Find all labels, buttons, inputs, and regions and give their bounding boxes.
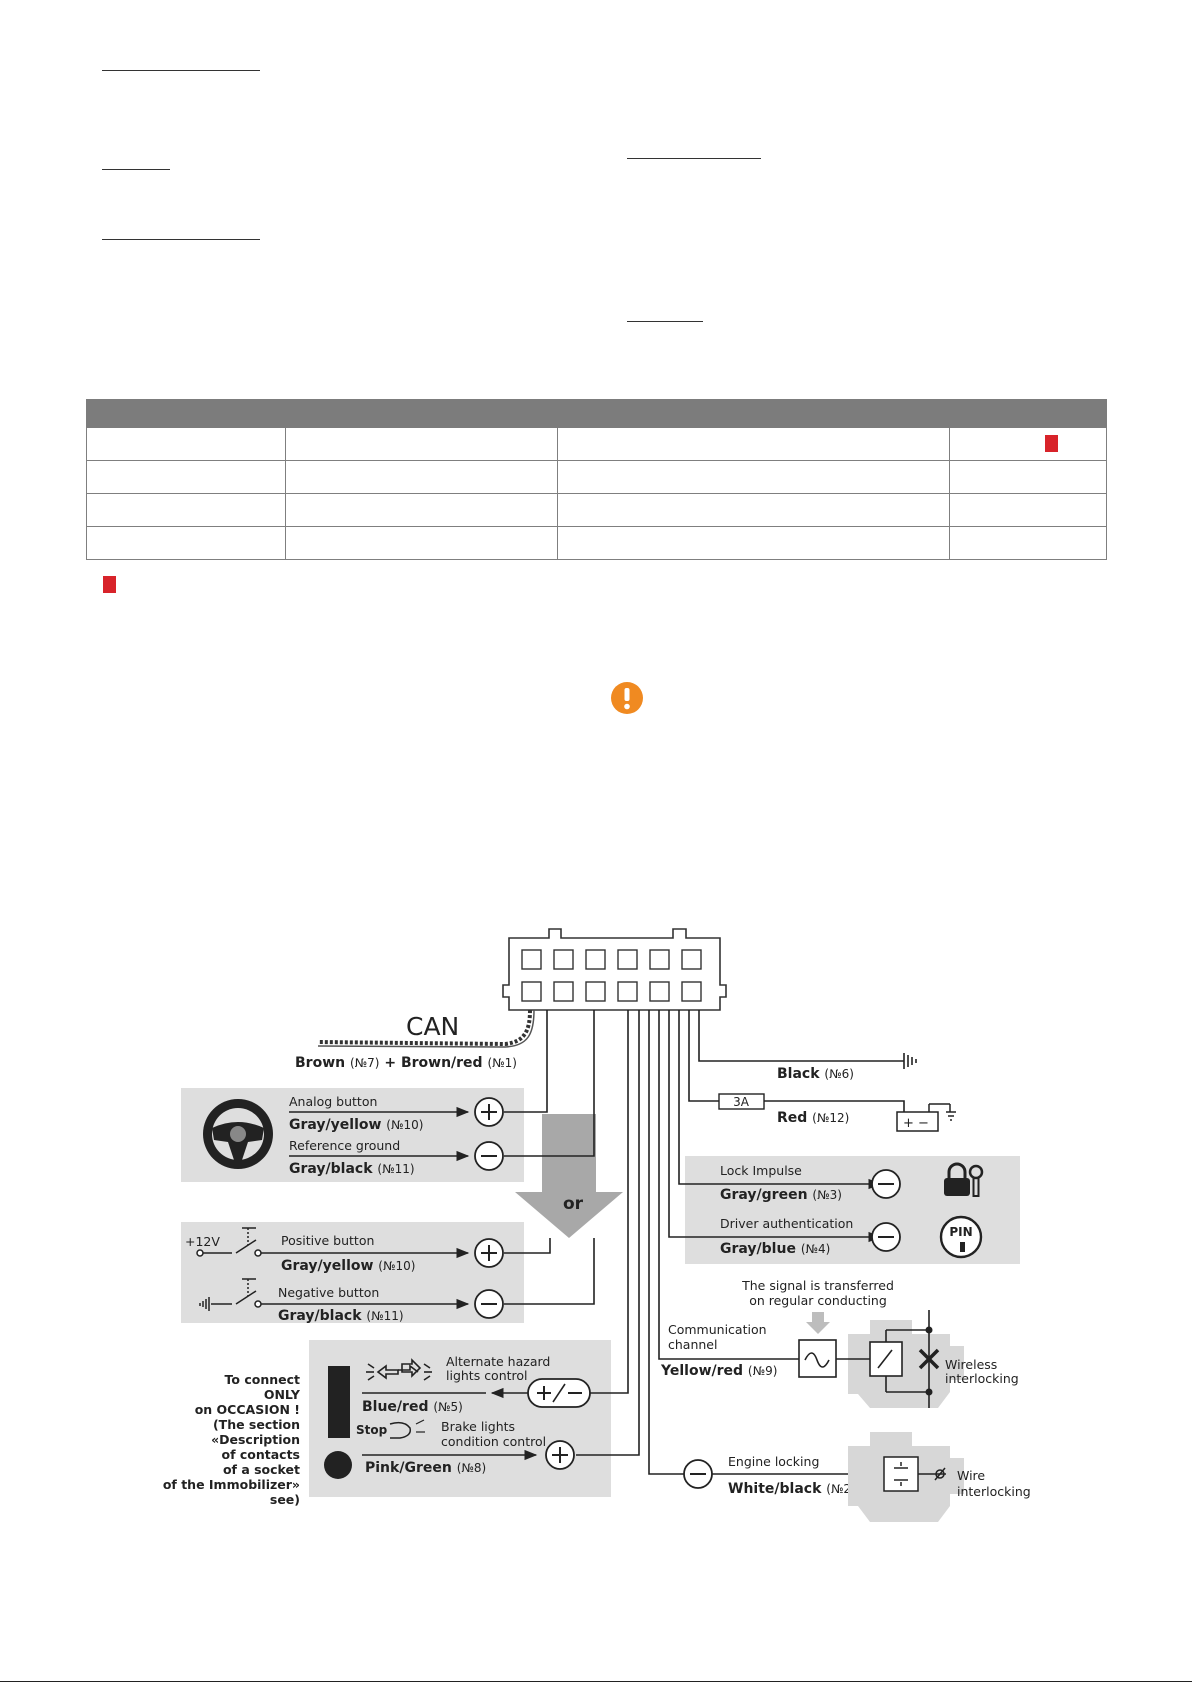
signal-box (798, 1339, 837, 1378)
svg-text:on OCCASION !: on OCCASION ! (195, 1402, 300, 1417)
heading-underline (627, 321, 703, 322)
black-wire-label: Black (№6) (777, 1066, 854, 1082)
connector-socket (502, 928, 727, 1011)
svg-text:of contacts: of contacts (221, 1447, 300, 1462)
heading-underline (102, 70, 260, 71)
positive-caption: Positive button (281, 1233, 374, 1248)
minus-icon (474, 1141, 504, 1171)
comm-caption: channel (668, 1337, 717, 1352)
ground-icon (903, 1053, 917, 1069)
or-label: or (563, 1194, 584, 1214)
refground-wire-label: Gray/black (№11) (289, 1161, 415, 1177)
red-marker (1045, 435, 1058, 452)
analog-caption: Analog button (289, 1094, 377, 1109)
driver-caption: Driver authentication (720, 1216, 853, 1231)
table-row (86, 460, 1107, 494)
hazard-lights-icon (366, 1358, 432, 1381)
svg-text:Stop: Stop (356, 1423, 388, 1437)
v12-label: +12V (185, 1234, 220, 1249)
plus-minus-icon (527, 1378, 591, 1408)
driver-wire-label: Gray/blue (№4) (720, 1241, 830, 1257)
plus-icon (474, 1097, 504, 1127)
refground-caption: Reference ground (289, 1138, 400, 1153)
plus-icon (545, 1440, 575, 1470)
minus-icon (474, 1289, 504, 1319)
svg-text:see): see) (270, 1492, 300, 1507)
wireless-label: interlocking (945, 1371, 1019, 1386)
fuse (718, 1093, 765, 1110)
svg-text:of a socket: of a socket (223, 1462, 300, 1477)
table-row (86, 526, 1107, 560)
fuse-label: 3A (733, 1095, 750, 1109)
red-marker (103, 576, 116, 593)
svg-text:«Description: «Description (211, 1432, 300, 1447)
hazard-caption: Alternate hazard (446, 1354, 550, 1369)
minus-icon (683, 1459, 713, 1489)
svg-text:(The section: (The section (213, 1417, 300, 1432)
steering-wheel-icon (203, 1099, 273, 1169)
brown-wire-label: Brown (№7) + Brown/red (№1) (295, 1055, 517, 1071)
red-wire-label: Red (№12) (777, 1110, 849, 1126)
negative-caption: Negative button (278, 1285, 379, 1300)
signal-arrow (806, 1312, 830, 1334)
or-arrow (515, 1114, 623, 1238)
brake-wire-label: Pink/Green (№8) (365, 1460, 486, 1476)
warning-icon (611, 682, 643, 714)
comm-caption: Communication (668, 1322, 767, 1337)
battery-icon (896, 1103, 956, 1132)
hazard-indicator-bar (328, 1366, 350, 1438)
signal-note: on regular conducting (749, 1293, 887, 1308)
table-header-cell (949, 399, 1107, 428)
wire-label: interlocking (957, 1484, 1031, 1499)
brake-indicator-dot (324, 1451, 352, 1479)
table-header-row (86, 399, 1107, 428)
engine-wire-label: White/black (№2) (728, 1481, 856, 1497)
page-bottom-rule (0, 1681, 1192, 1682)
svg-text:+ −: + − (903, 1116, 929, 1131)
comm-wire-label: Yellow/red (№9) (660, 1363, 777, 1379)
can-twisted-wire (317, 1009, 532, 1047)
minus-icon (871, 1222, 901, 1252)
hazard-panel (309, 1340, 611, 1497)
can-label: CAN (406, 1012, 459, 1041)
stop-icon: Stop (356, 1419, 425, 1439)
signal-note: The signal is transferred (741, 1278, 894, 1293)
brake-caption: condition control (441, 1434, 546, 1449)
minus-icon (871, 1169, 901, 1199)
svg-text:PIN: PIN (949, 1225, 972, 1239)
svg-text:To connect: To connect (225, 1372, 300, 1387)
analog-wire-label: Gray/yellow (№10) (289, 1117, 423, 1133)
lock-wire-label: Gray/green (№3) (720, 1187, 842, 1203)
heading-underline (627, 158, 761, 159)
heading-underline (102, 169, 170, 170)
wireless-label: Wireless (945, 1357, 997, 1372)
switch-icon (199, 1278, 262, 1311)
plus-icon (474, 1238, 504, 1268)
hazard-wire-label: Blue/red (№5) (362, 1399, 463, 1415)
engine-caption: Engine locking (728, 1454, 819, 1469)
svg-text:ONLY: ONLY (264, 1387, 301, 1402)
negative-wire-label: Gray/black (№11) (278, 1308, 404, 1324)
positive-wire-label: Gray/yellow (№10) (281, 1258, 415, 1274)
svg-text:of the Immobilizer»: of the Immobilizer» (163, 1477, 300, 1492)
connect-note: To connect ONLY on OCCASION ! (The secti… (163, 1372, 301, 1507)
lock-key-icon (944, 1162, 984, 1197)
brake-caption: Brake lights (441, 1419, 515, 1434)
heading-underline (102, 239, 260, 240)
hazard-caption: lights control (446, 1368, 528, 1383)
contacts-table (86, 399, 1107, 560)
lock-caption: Lock Impulse (720, 1163, 802, 1178)
pin-icon: PIN (939, 1215, 983, 1259)
wire-label: Wire (957, 1468, 985, 1483)
